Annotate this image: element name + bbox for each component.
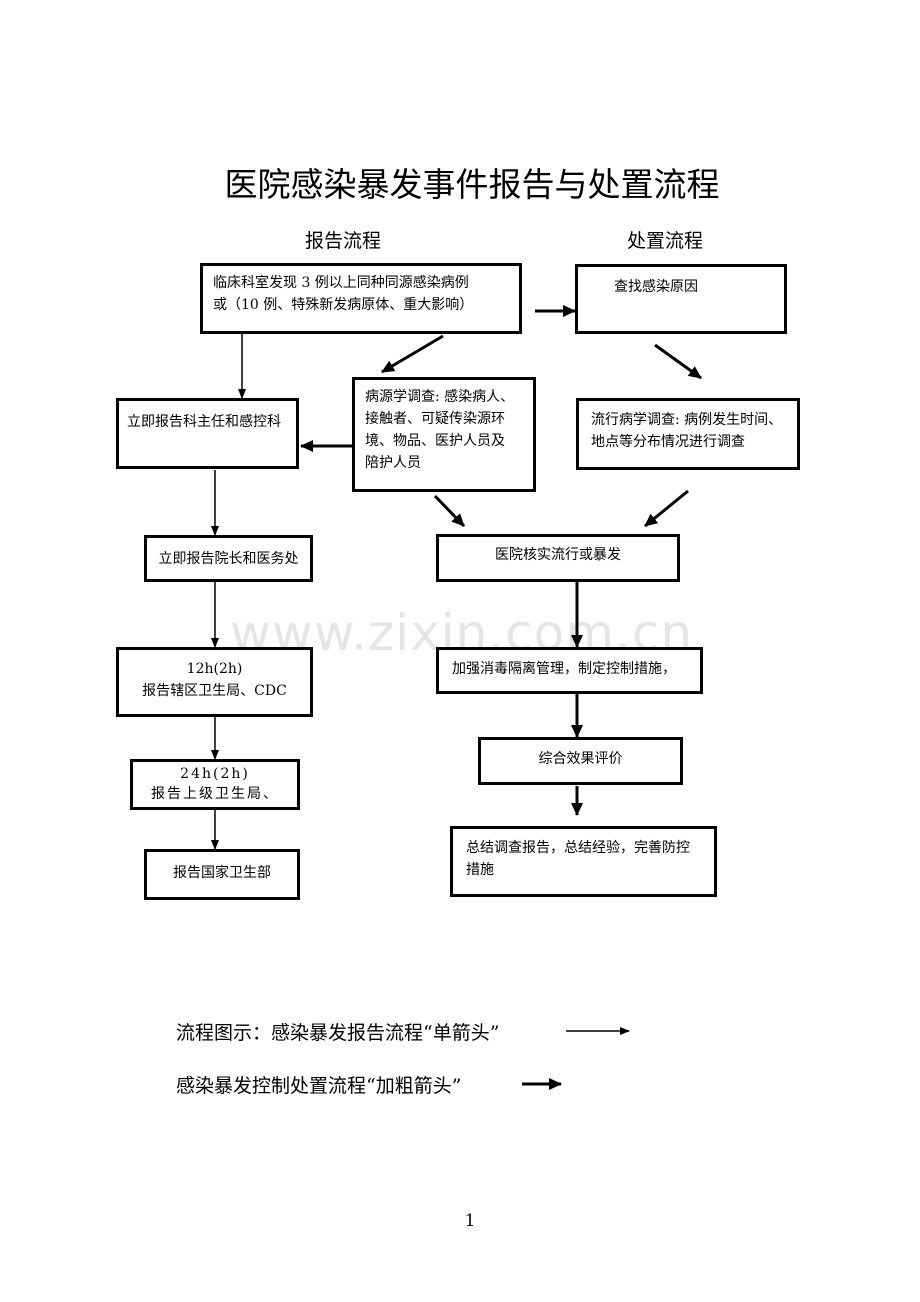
box-summary-report: 总结调查报告，总结经验，完善防控 措施	[450, 826, 717, 897]
arrow-clinical-to-pathogen	[381, 334, 444, 374]
box-clinical-discovery: 临床科室发现 3 例以上同种同源感染病例 或（10 例、特殊新发病原体、重大影响…	[200, 263, 522, 334]
legend-bold-arrow-label: 感染暴发控制处置流程“加粗箭头”	[176, 1075, 462, 1097]
box-report-upper: 24h(2h) 报告上级卫生局、	[130, 759, 300, 810]
header-handle-flow: 处置流程	[627, 230, 704, 252]
box-line: 措施	[466, 862, 494, 878]
box-line: 医院核实流行或暴发	[495, 547, 621, 563]
arrow-cause-to-epidemiology	[654, 343, 702, 380]
box-report-director: 立即报告科主任和感控科	[116, 398, 299, 469]
box-verify-outbreak: 医院核实流行或暴发	[436, 534, 680, 582]
box-report-president: 立即报告院长和医务处	[144, 535, 313, 582]
arrow-epidemiology-to-verify	[644, 489, 689, 528]
box-line: 立即报告科主任和感控科	[127, 414, 281, 430]
box-line: 查找感染原因	[614, 279, 698, 295]
page-title: 医院感染暴发事件报告与处置流程	[224, 165, 720, 204]
box-line: 12h(2h)	[186, 661, 243, 677]
box-find-cause: 查找感染原因	[575, 264, 787, 334]
box-line: 临床科室发现 3 例以上同种同源感染病例	[213, 275, 469, 291]
box-line: 陪护人员	[365, 455, 421, 471]
box-effect-evaluation: 综合效果评价	[478, 737, 683, 785]
box-line: 境、物品、医护人员及	[365, 433, 505, 449]
box-line: 报告国家卫生部	[173, 865, 271, 881]
box-line: 报告上级卫生局、	[151, 786, 279, 802]
box-report-district: 12h(2h) 报告辖区卫生局、CDC	[116, 647, 313, 717]
legend-single-arrow-label: 流程图示：感染暴发报告流程“单箭头”	[176, 1022, 500, 1044]
box-pathogen-survey: 病源学调查: 感染病人、 接触者、可疑传染源环 境、物品、医护人员及 陪护人员	[352, 377, 536, 492]
box-report-national: 报告国家卫生部	[144, 849, 300, 900]
page-number: 1	[464, 1211, 476, 1231]
box-line: 加强消毒隔离管理，制定控制措施，	[452, 661, 676, 677]
box-line: 病源学调查: 感染病人、	[365, 389, 515, 405]
arrow-pathogen-to-verify	[433, 494, 466, 528]
box-disinfection-control: 加强消毒隔离管理，制定控制措施，	[436, 647, 703, 694]
box-epidemiology-survey: 流行病学调查: 病例发生时间、 地点等分布情况进行调查	[576, 398, 800, 470]
box-line: 报告辖区卫生局、CDC	[142, 683, 287, 699]
box-line: 或（10 例、特殊新发病原体、重大影响）	[213, 297, 474, 313]
header-report-flow: 报告流程	[305, 230, 382, 252]
box-line: 立即报告院长和医务处	[158, 551, 299, 567]
box-line: 总结调查报告，总结经验，完善防控	[466, 840, 690, 856]
box-line: 接触者、可疑传染源环	[365, 411, 505, 427]
box-line: 地点等分布情况进行调查	[591, 434, 745, 450]
box-line: 24h(2h)	[180, 766, 250, 782]
box-line: 综合效果评价	[538, 751, 623, 767]
box-line: 流行病学调查: 病例发生时间、	[591, 412, 783, 428]
